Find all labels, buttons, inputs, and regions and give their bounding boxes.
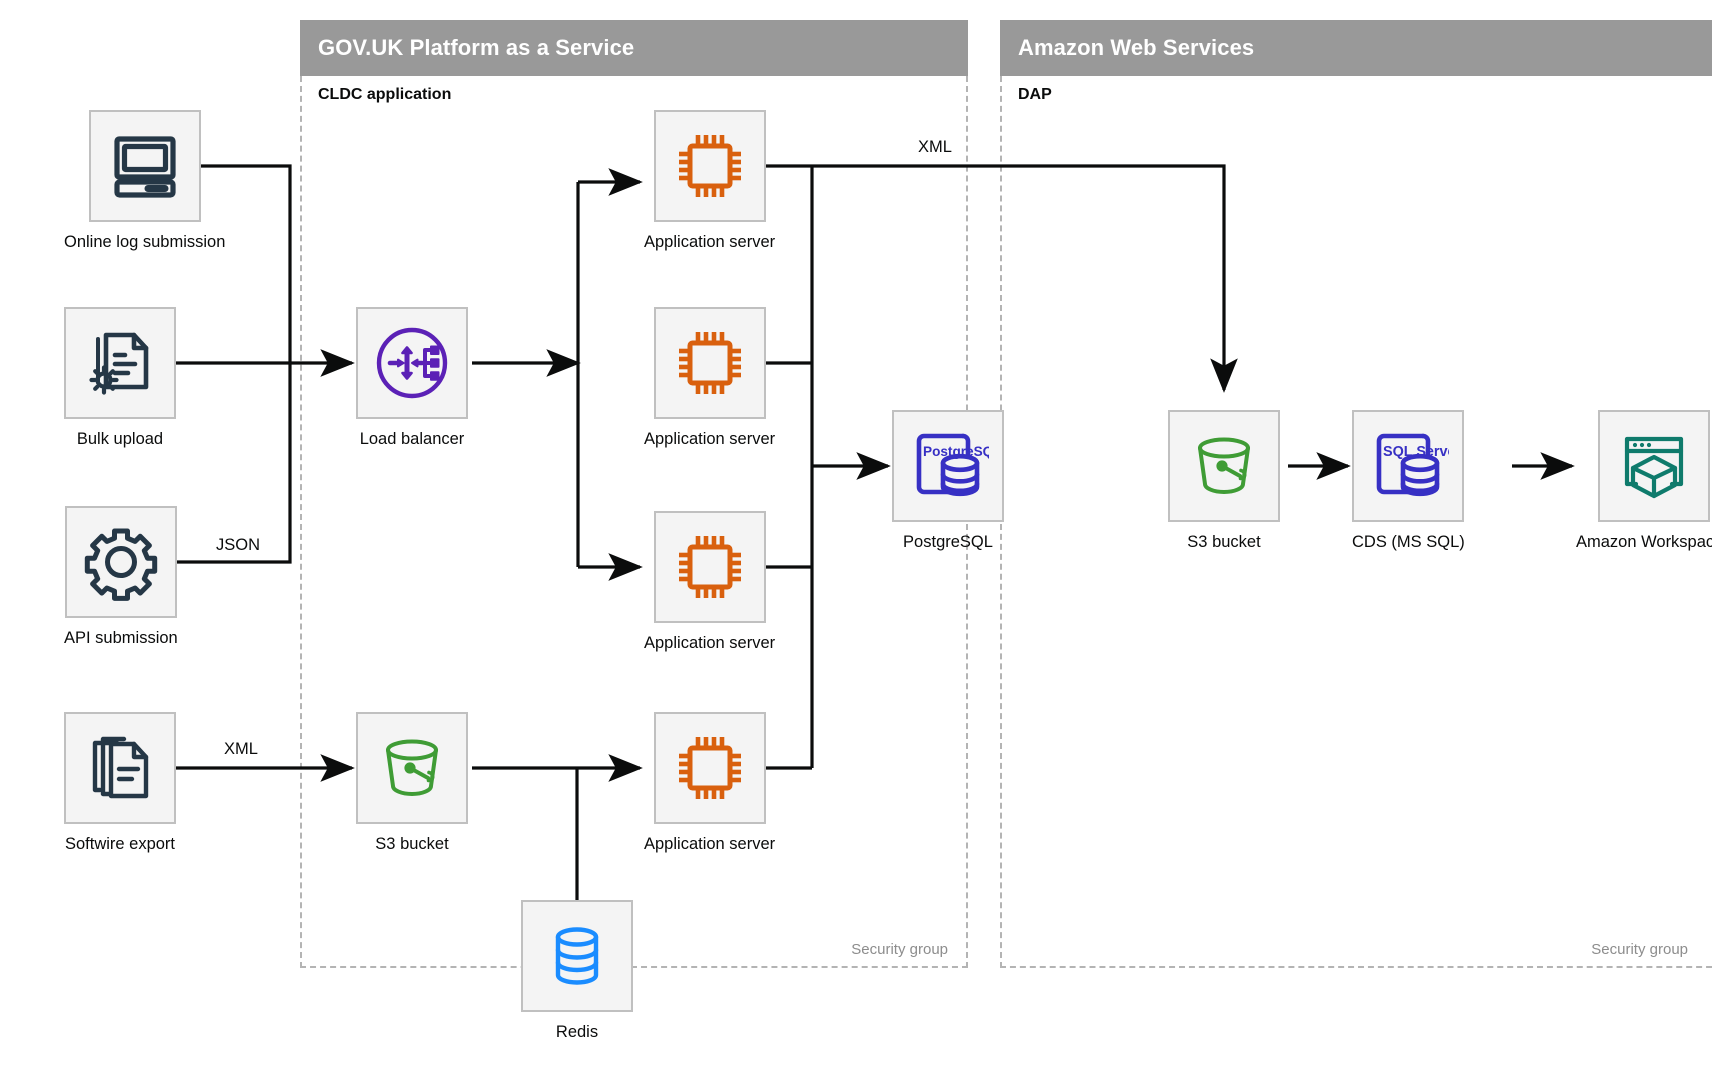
edge-label-xml-appserver: XML: [918, 138, 952, 156]
sql-server-icon: SQL Server: [1352, 410, 1465, 522]
node-app-server-4[interactable]: Application server: [644, 712, 775, 854]
node-amazon-workspaces[interactable]: Amazon Workspaces: [1576, 410, 1712, 552]
gear-icon: [64, 506, 177, 618]
node-caption: Application server: [644, 233, 776, 251]
node-caption: S3 bucket: [1187, 533, 1261, 551]
node-paas-s3-bucket[interactable]: S3 bucket: [356, 712, 468, 854]
node-caption: Bulk upload: [76, 430, 164, 448]
postgresql-icon: PostgreSQL: [892, 410, 1004, 522]
zone-title-aws: Amazon Web Services: [1018, 35, 1255, 60]
node-caption: Amazon Workspaces: [1576, 533, 1712, 551]
document-settings-icon: [64, 307, 176, 419]
node-cds-ms-sql[interactable]: SQL Server CDS (MS SQL): [1352, 410, 1465, 552]
database-cylinder-icon: [521, 900, 633, 1012]
node-load-balancer[interactable]: Load balancer: [356, 307, 468, 449]
edge-api-submission-to-bus: [176, 363, 292, 564]
node-caption: API submission: [64, 629, 178, 647]
cpu-chip-icon: [653, 110, 766, 222]
workspaces-cube-icon: [1597, 410, 1710, 522]
zone-footnote-paas-security-group: Security group: [851, 941, 948, 958]
node-caption: CDS (MS SQL): [1352, 533, 1465, 551]
zone-title-paas: GOV.UK Platform as a Service: [318, 35, 635, 60]
postgresql-icon-text: PostgreSQL: [923, 444, 989, 459]
edge-label-xml-softwire: XML: [224, 740, 258, 758]
zone-sublabel-dap: DAP: [1018, 86, 1052, 103]
cpu-chip-icon: [653, 511, 766, 623]
node-redis[interactable]: Redis: [521, 900, 633, 1042]
node-caption: Application server: [644, 430, 776, 448]
zone-footnote-aws-security-group: Security group: [1591, 941, 1688, 958]
node-app-server-2[interactable]: Application server: [644, 307, 775, 449]
zone-body-paas: [300, 76, 968, 968]
node-caption: Redis: [555, 1023, 599, 1041]
node-aws-s3-bucket[interactable]: S3 bucket: [1168, 410, 1280, 552]
node-caption: Application server: [644, 634, 776, 652]
node-bulk-upload[interactable]: Bulk upload: [64, 307, 176, 449]
bucket-icon: [356, 712, 468, 824]
cpu-chip-icon: [653, 712, 766, 824]
node-softwire-export[interactable]: Softwire export: [64, 712, 176, 854]
documents-stack-icon: [64, 712, 176, 824]
node-caption: Load balancer: [359, 430, 465, 448]
zone-header-paas: GOV.UK Platform as a Service: [300, 20, 968, 76]
node-caption: S3 bucket: [375, 835, 449, 853]
cpu-chip-icon: [653, 307, 766, 419]
node-postgresql[interactable]: PostgreSQL PostgreSQL: [892, 410, 1004, 552]
node-api-submission[interactable]: API submission: [64, 506, 178, 648]
node-online-log-submission[interactable]: Online log submission: [64, 110, 225, 252]
load-balancer-icon: [356, 307, 468, 419]
node-caption: PostgreSQL: [903, 533, 993, 551]
zone-body-aws: [1000, 76, 1712, 968]
zone-sublabel-cldc-application: CLDC application: [318, 86, 452, 103]
node-caption: Application server: [644, 835, 776, 853]
zone-header-aws: Amazon Web Services: [1000, 20, 1712, 76]
bucket-icon: [1168, 410, 1280, 522]
node-app-server-3[interactable]: Application server: [644, 511, 775, 653]
node-caption: Online log submission: [64, 233, 226, 251]
node-app-server-1[interactable]: Application server: [644, 110, 775, 252]
edge-label-json: JSON: [216, 536, 261, 554]
node-caption: Softwire export: [64, 835, 176, 853]
desktop-computer-icon: [88, 110, 201, 222]
